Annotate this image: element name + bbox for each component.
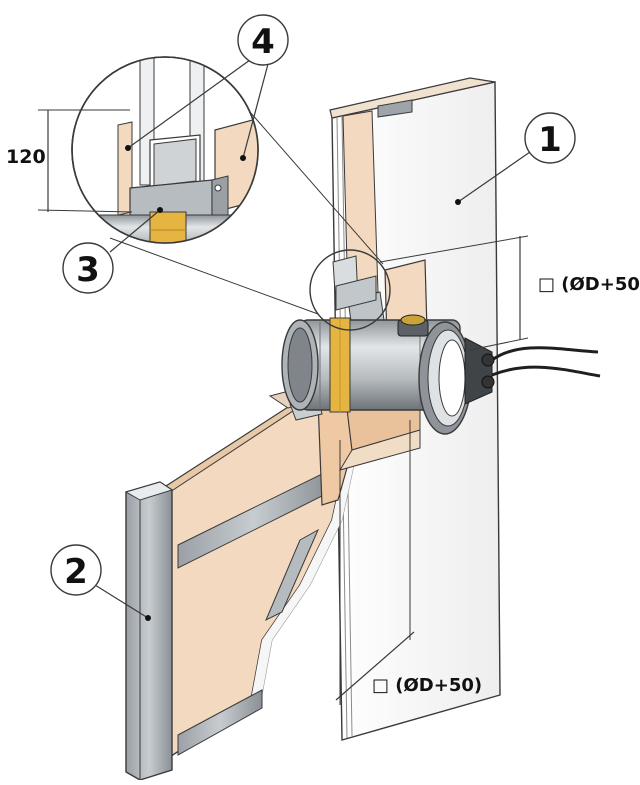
callout-4: 4 xyxy=(125,14,289,161)
callout-2: 2 xyxy=(50,544,151,621)
dimension-120: 120 xyxy=(6,109,133,213)
dimension-bottom-label: □ (ØD+50) xyxy=(372,675,482,696)
callout-3-label: 3 xyxy=(76,250,100,290)
dimension-120-label: 120 xyxy=(6,146,46,168)
detail-enlarged xyxy=(71,56,259,244)
callout-2-label: 2 xyxy=(64,552,88,592)
actuator-cables xyxy=(481,346,601,389)
callout-3: 3 xyxy=(62,207,163,294)
callout-1-label: 1 xyxy=(538,120,562,160)
dimension-right-label: □ (ØD+50) xyxy=(538,274,640,295)
dimension-bottom-opening: □ (ØD+50) xyxy=(335,420,482,705)
callout-1: 1 xyxy=(455,112,576,205)
callout-4-label: 4 xyxy=(251,22,275,62)
detail-reference-circle xyxy=(309,249,391,331)
dimension-right-opening: □ (ØD+50) xyxy=(379,235,640,351)
wall-panel-left xyxy=(124,378,356,781)
fire-damper xyxy=(281,314,493,435)
